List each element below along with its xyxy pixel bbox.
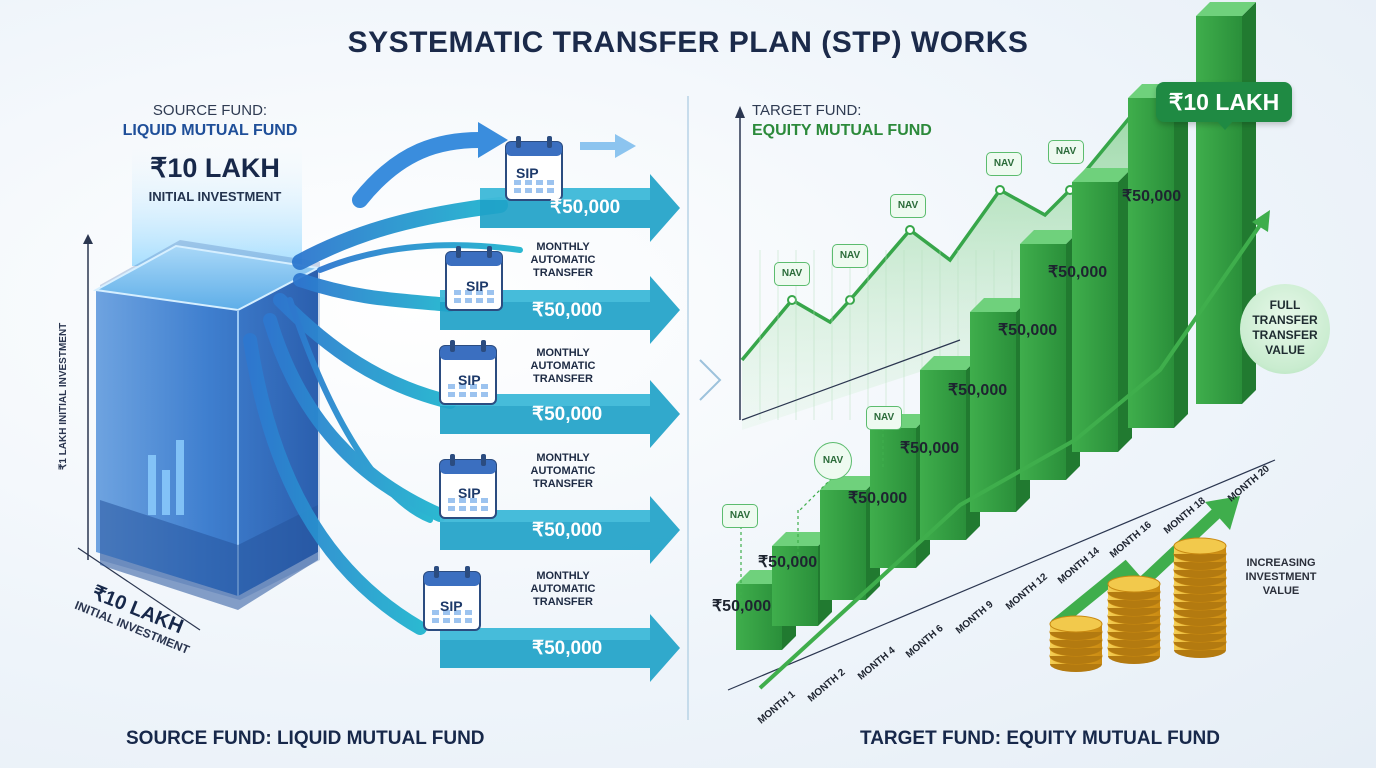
bar-front-5 [920,370,966,540]
final-value-badge: ₹10 LAKH [1156,82,1292,122]
calendar-header-2 [446,252,502,266]
flow-stream-5 [243,333,427,635]
flow-stream-1 [292,197,508,270]
transfer-amount-2: ₹50,000 [532,300,603,321]
calendar-header-1 [506,142,562,156]
sip-calendar-icon-3: SIP [458,372,481,388]
bar-amount-7: ₹50,000 [1048,264,1108,281]
bar-top-7 [1020,230,1080,244]
transfer-amount-3: ₹50,000 [532,404,603,425]
calendar-ring-a-4 [450,454,455,466]
calendar-ring-b-5 [465,566,470,578]
calendar-ring-a-3 [450,340,455,352]
calendar-ring-b-4 [481,454,486,466]
nav-tag-2: NAV [832,244,868,268]
sip-calendar-icon-5: SIP [440,598,463,614]
bar-baseline [727,459,1276,691]
flow-stream-6 [317,242,523,273]
nav-point-3 [905,225,915,235]
nav-tag-5: NAV [1048,140,1084,164]
bar-front-8 [1072,182,1118,452]
flow-stream-4 [263,313,447,522]
source-fund-name: LIQUID MUTUAL FUND [122,122,298,139]
transfer-amount-4: ₹50,000 [532,520,603,541]
bar-front-9 [1128,98,1174,428]
source-fund-caption: SOURCE FUND: [152,102,268,119]
calendar-header-5 [424,572,480,586]
bar-amount-4: ₹50,000 [900,440,960,457]
bar-side-9 [1174,84,1188,428]
target-fund-caption: TARGET FUND: [752,102,862,119]
sip-calendar-icon-1: SIP [516,165,539,181]
source-footer: SOURCE FUND: LIQUID MUTUAL FUND [126,728,485,749]
bar-amount-3: ₹50,000 [848,490,908,507]
bar-top-10 [1196,2,1256,16]
coin-stack-2 [1107,575,1161,593]
bar-front-1 [736,584,782,650]
coin-stack-3 [1173,537,1227,555]
increasing-investment-label: INCREASING INVESTMENT VALUE [1245,557,1317,597]
final-value-badge-pointer [1216,120,1234,130]
target-footer: TARGET FUND: EQUITY MUTUAL FUND [860,728,1220,749]
calendar-ring-b-3 [481,340,486,352]
nav-tag-4: NAV [986,152,1022,176]
bar-front-10 [1196,16,1242,404]
calendar-ring-a-5 [434,566,439,578]
bar-amount-6: ₹50,000 [998,322,1058,339]
bar-front-3 [820,490,866,600]
source-amount: ₹10 LAKH [150,153,280,183]
calendar-header-4 [440,460,496,474]
source-amount-note: INITIAL INVESTMENT [148,189,282,204]
bar-amount-2: ₹50,000 [758,554,818,571]
transfer-amount-1: ₹50,000 [550,197,621,218]
calendar-header-3 [440,346,496,360]
bar-front-4 [870,428,916,568]
nav-tag-7: NAV [814,442,852,480]
target-fund-name: EQUITY MUTUAL FUND [752,122,932,139]
nav-tag-1: NAV [774,262,810,286]
transfer-amount-5: ₹50,000 [532,638,603,659]
bar-top-8 [1072,168,1132,182]
full-transfer-value-bubble: FULL TRANSFER TRANSFER VALUE [1240,284,1330,374]
nav-tag-3: NAV [890,194,926,218]
nav-point-4 [995,185,1005,195]
calendar-ring-a-2 [456,246,461,258]
calendar-ring-b-1 [547,136,552,148]
page-title: SYSTEMATIC TRANSFER PLAN (STP) WORKS [347,26,1029,59]
nav-tag-8: NAV [866,406,902,430]
sip-calendar-icon-4: SIP [458,485,481,501]
bar-top-6 [970,298,1030,312]
bar-amount-1: ₹50,000 [712,598,772,615]
nav-connector-3 [799,477,833,511]
transfer-arrow-highlight-5 [440,628,650,640]
nav-area-fill [742,105,1140,430]
nav-line [740,103,1142,362]
calendar-ring-a-1 [516,136,521,148]
flow-stream-7 [287,297,433,523]
coin-stack-1 [1049,615,1103,633]
bar-amount-5: ₹50,000 [948,382,1008,399]
bar-amount-8: ₹50,000 [1122,188,1182,205]
bar-top-2 [772,532,832,546]
nav-tag-6: NAV [722,504,758,528]
bar-front-6 [970,312,1016,512]
bar-front-2 [772,546,818,626]
bar-front-7 [1020,244,1066,480]
sip-calendar-icon-2: SIP [466,278,489,294]
bar-top-5 [920,356,980,370]
flow-stream-2 [293,273,457,312]
nav-baseline [741,339,961,421]
calendar-ring-b-2 [487,246,492,258]
source-axis-label: ₹1 LAKH INITIAL INVESTMENT [58,322,69,470]
nav-point-1 [787,295,797,305]
